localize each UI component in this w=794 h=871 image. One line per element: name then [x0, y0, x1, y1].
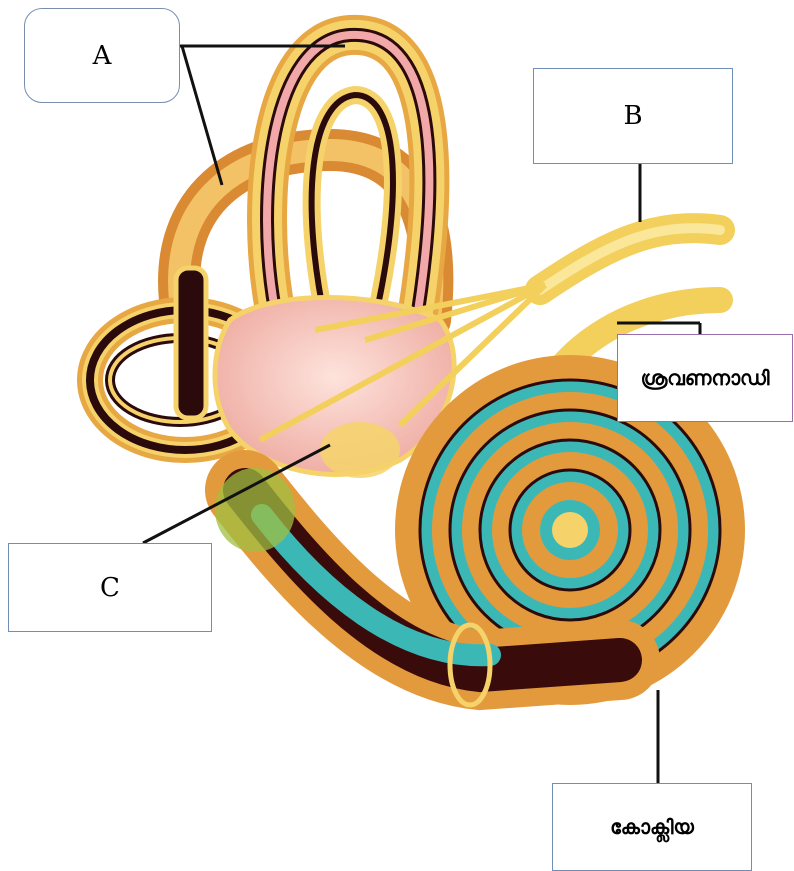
label-b-box: B — [533, 68, 733, 164]
auditory-nerve-box: ശ്രവണനാഡി — [617, 334, 793, 422]
label-b: B — [623, 101, 642, 131]
cochlea-label: കോക്ലിയ — [610, 815, 694, 839]
cochlea-box: കോക്ലിയ — [552, 783, 752, 871]
auditory-nerve-label: ശ്രവണനാഡി — [641, 366, 770, 390]
label-a-box: A — [24, 8, 180, 103]
label-a: A — [93, 41, 112, 71]
label-c: C — [100, 573, 120, 603]
leader-a-down — [182, 46, 222, 185]
label-c-box: C — [8, 543, 212, 632]
